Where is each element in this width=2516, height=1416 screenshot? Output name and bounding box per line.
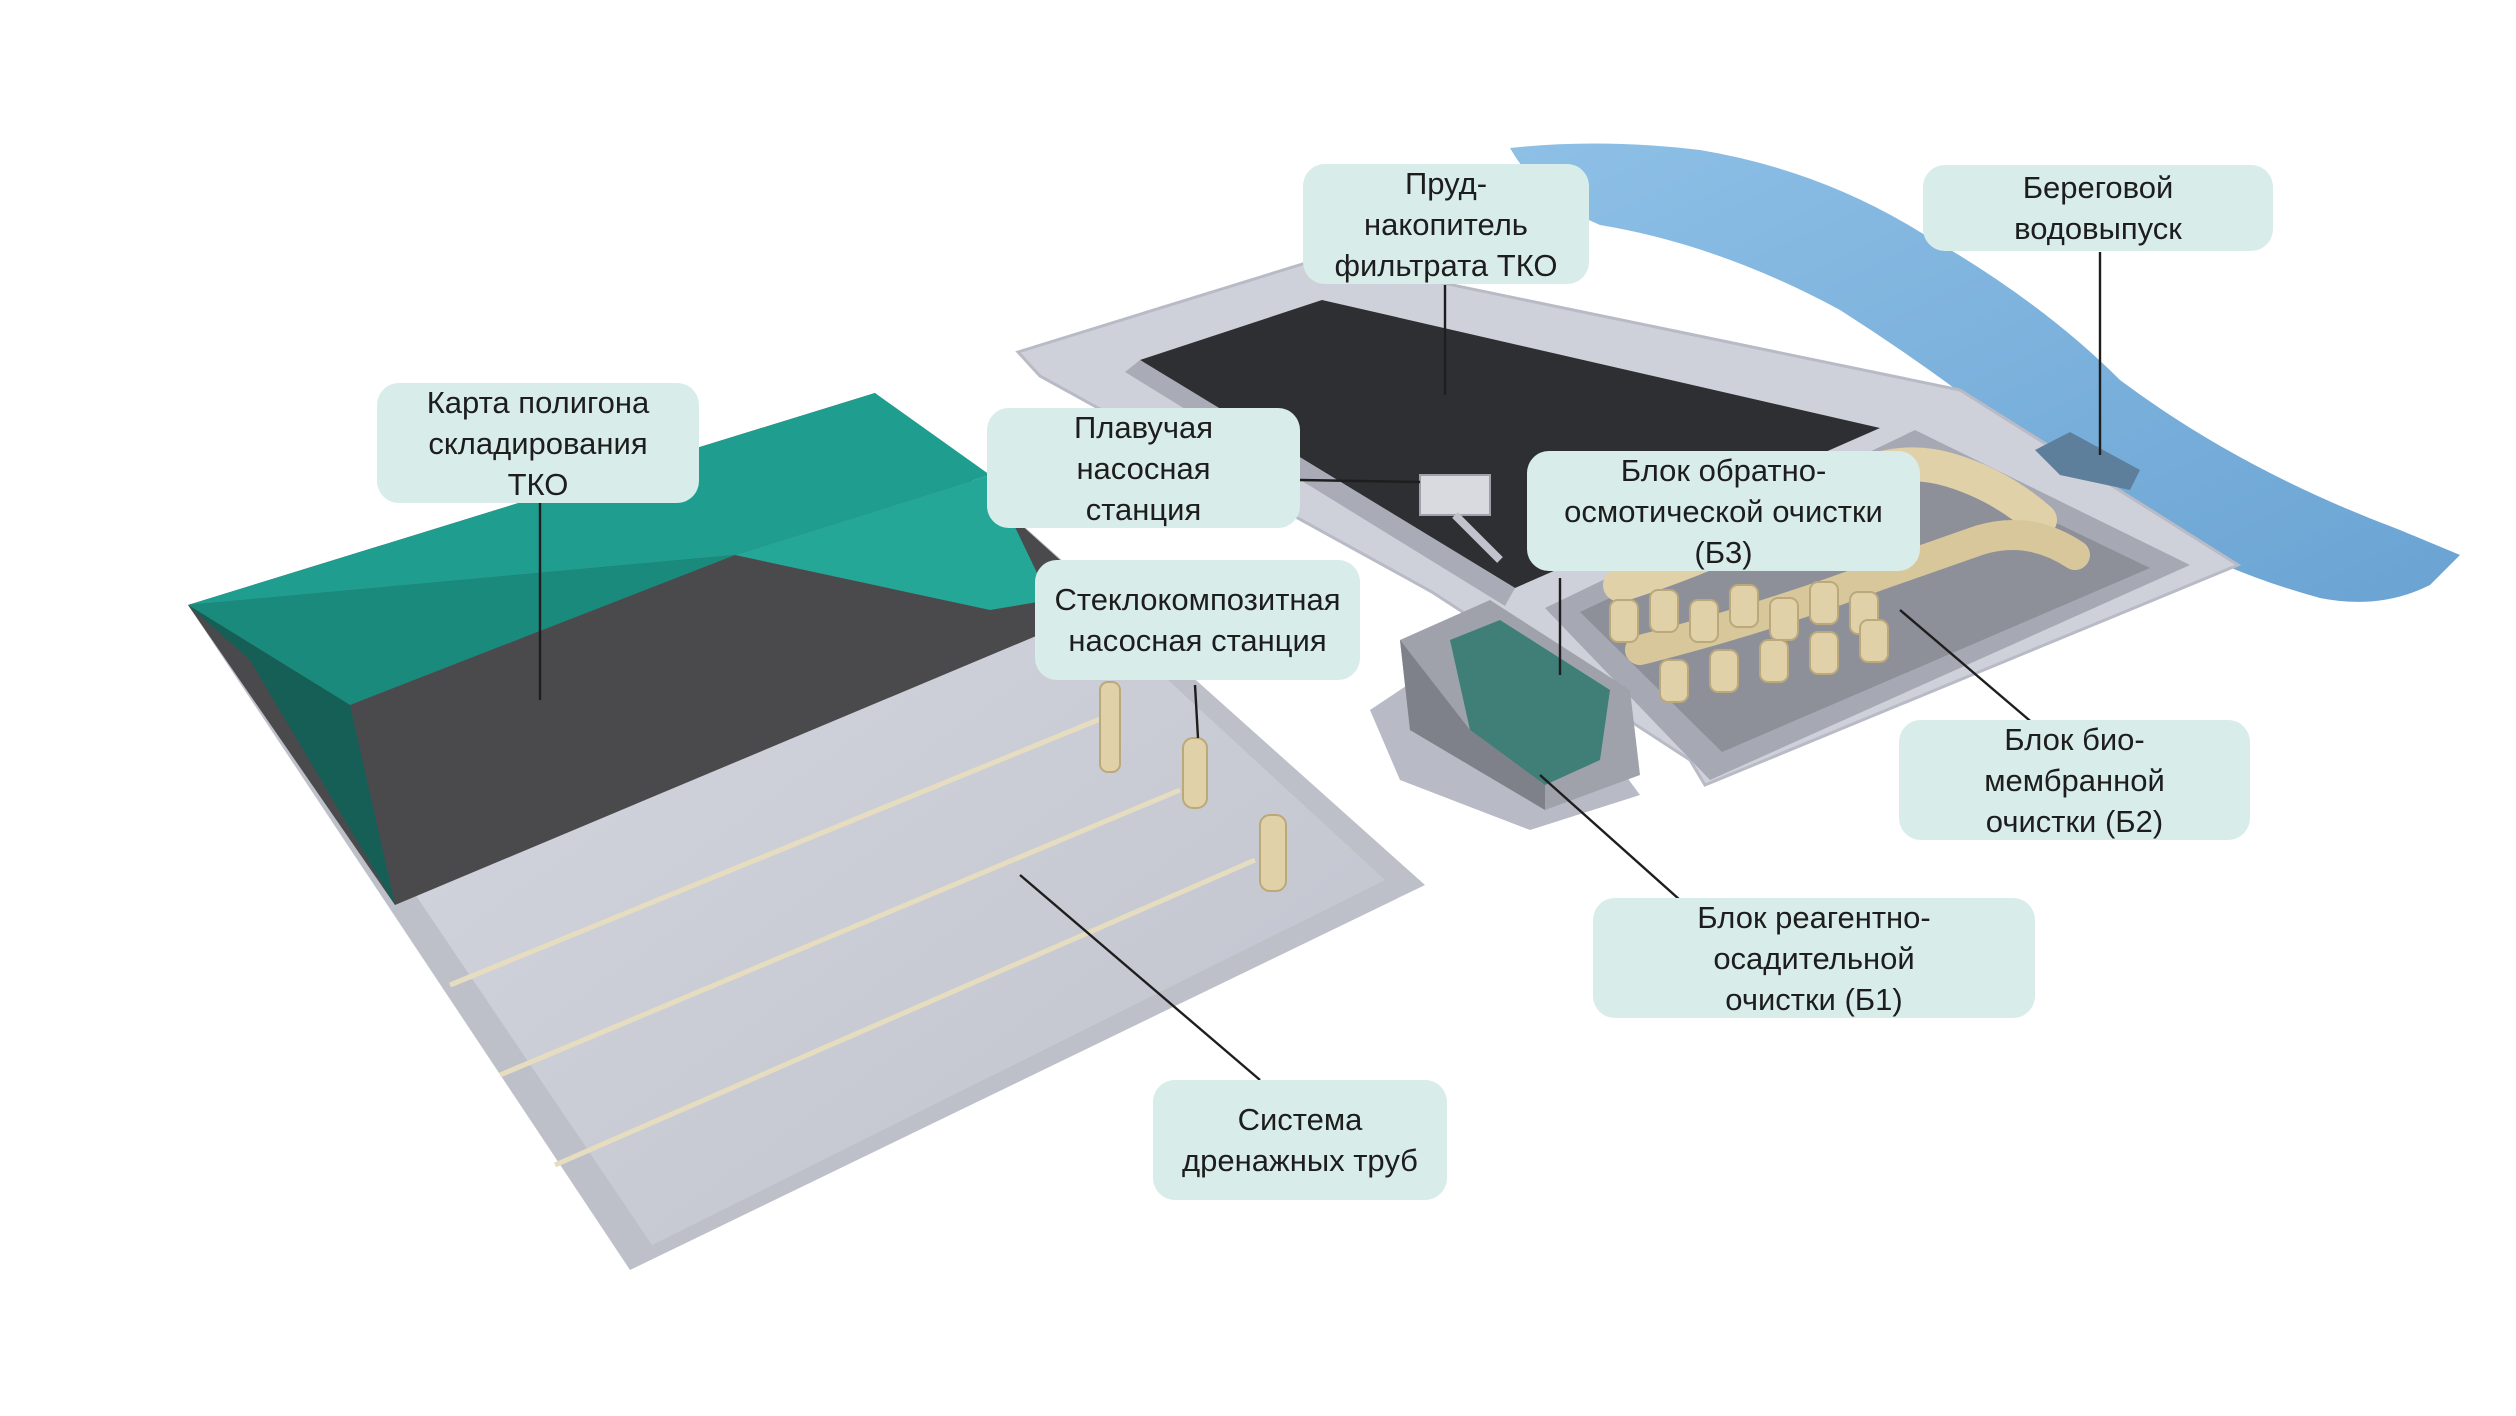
label-drainage: Система дренажных труб	[1153, 1080, 1447, 1200]
label-floating-pump-line1: Плавучая насосная	[1073, 409, 1214, 486]
label-reverse-osmosis-line1: Блок обратно-	[1620, 452, 1827, 488]
label-bio-membrane: Блок био-мембранной очистки (Б2)	[1899, 720, 2250, 840]
label-bio-membrane-line2: очистки (Б2)	[1985, 803, 2164, 839]
label-drainage-line1: Система	[1237, 1102, 1363, 1137]
label-floating-pump-line2: станция	[1085, 491, 1202, 527]
drainage-pipes	[449, 712, 1256, 1168]
fiberglass-pump-risers	[1099, 681, 1287, 892]
label-reverse-osmosis-line2: осмотической очистки (Б3)	[1564, 493, 1883, 570]
label-reagent-sedimentation-line2: очистки (Б1)	[1725, 981, 1903, 1017]
river	[1510, 143, 2460, 602]
label-drainage-line2: дренажных труб	[1182, 1143, 1418, 1178]
label-fiberglass-pump: Стеклокомпозитная насосная станция	[1035, 560, 1360, 680]
label-landfill-map: Карта полигона складирования ТКО	[377, 383, 699, 503]
label-reverse-osmosis: Блок обратно- осмотической очистки (Б3)	[1527, 451, 1920, 571]
label-reagent-sedimentation: Блок реагентно-осадительной очистки (Б1)	[1593, 898, 2035, 1018]
floating-pump-station	[1419, 474, 1503, 563]
bio-membrane-block	[1545, 430, 2190, 780]
label-bio-membrane-line1: Блок био-мембранной	[1984, 721, 2165, 798]
label-shore-outlet: Береговой водовыпуск	[1923, 165, 2273, 251]
reagent-sedimentation-building	[1370, 600, 1640, 830]
label-reagent-sedimentation-line1: Блок реагентно-осадительной	[1697, 899, 1931, 976]
label-landfill-map-line2: складирования ТКО	[428, 425, 648, 502]
label-shore-outlet-text: Береговой водовыпуск	[2014, 170, 2182, 246]
leader-lines	[538, 252, 2102, 1081]
label-leachate-pond-line1: Пруд-накопитель	[1364, 165, 1528, 242]
label-fiberglass-pump-line2: насосная станция	[1068, 623, 1327, 658]
label-leachate-pond: Пруд-накопитель фильтрата ТКО	[1303, 164, 1589, 284]
shore-outlet-structure	[2035, 432, 2140, 490]
label-landfill-map-line1: Карта полигона	[426, 384, 650, 420]
label-fiberglass-pump-line1: Стеклокомпозитная	[1054, 582, 1341, 617]
label-floating-pump: Плавучая насосная станция	[987, 408, 1300, 528]
label-leachate-pond-line2: фильтрата ТКО	[1334, 247, 1558, 283]
